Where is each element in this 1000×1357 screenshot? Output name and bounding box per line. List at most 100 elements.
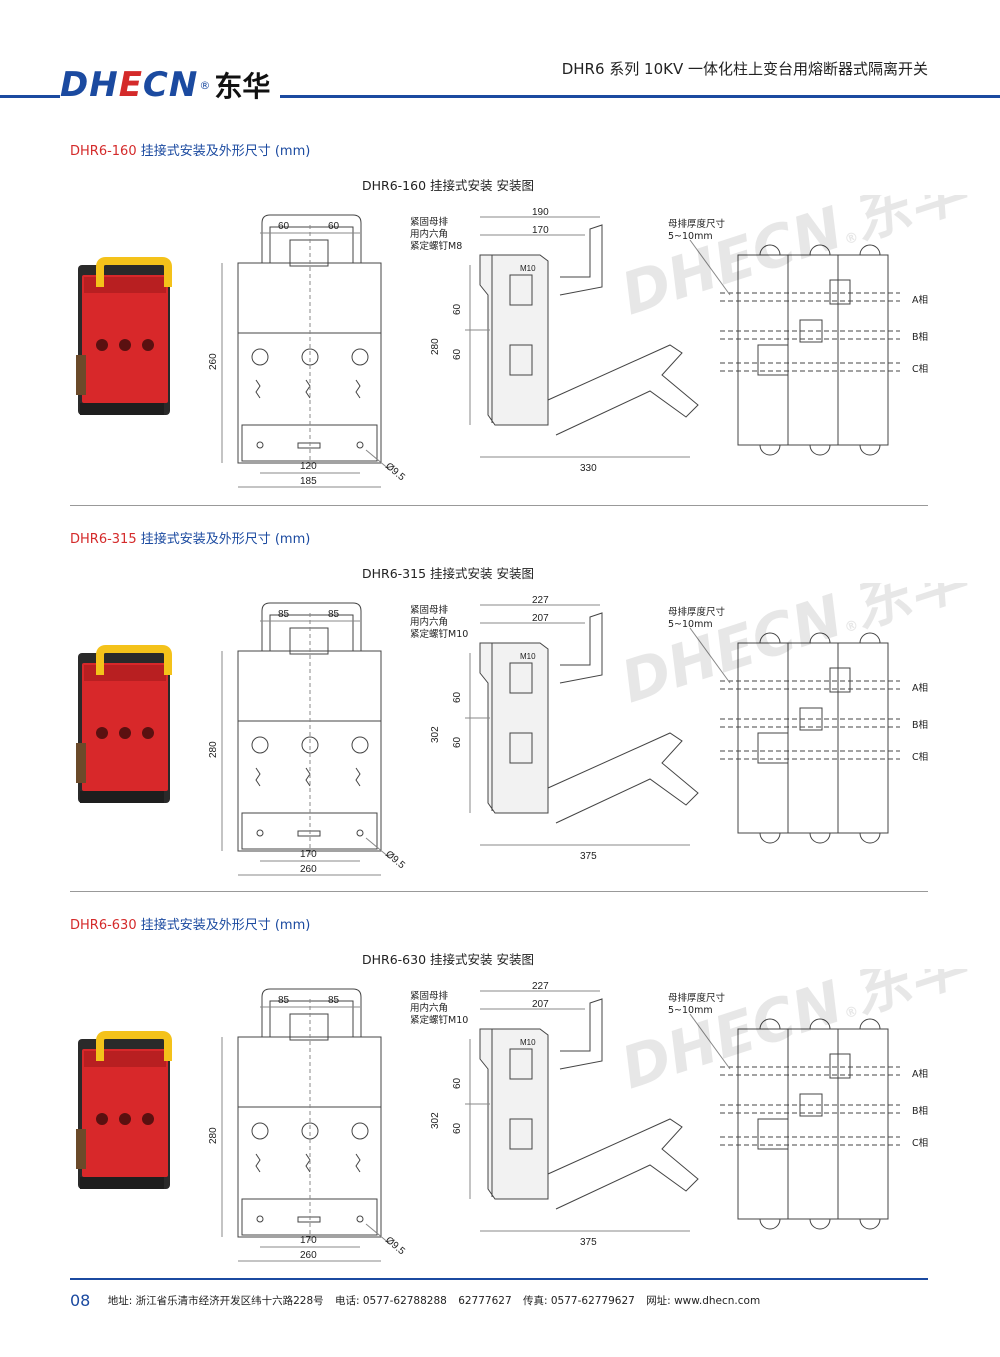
- installation-drawing: 85 85 280 170 260 Ø9.5 紧固母排 用内六角: [76, 969, 970, 1262]
- thickness-label: 母排厚度尺寸: [668, 606, 726, 618]
- thickness-value: 5~10mm: [668, 1005, 713, 1016]
- footer: 08 地址: 浙江省乐清市经济开发区纬十六路228号 电话: 0577-6278…: [70, 1291, 761, 1310]
- dim-pitch-lower: 60: [452, 1122, 463, 1134]
- bolt-label: M10: [520, 1038, 536, 1047]
- dim-hole-diameter: Ø9.5: [383, 461, 407, 484]
- svg-text:DHECN®东华: DHECN®东华: [613, 969, 970, 1102]
- header-rule: [0, 95, 1000, 98]
- phase-c-label: C相: [912, 1137, 928, 1149]
- dim-side-height: 302: [430, 1112, 441, 1129]
- note-line-2: 用内六角: [410, 228, 448, 240]
- installation-drawing: 60 60 260 120 185 Ø9.5 紧固母排 用内六角: [76, 195, 970, 488]
- note-line-2: 用内六角: [410, 616, 448, 628]
- phase-c-label: C相: [912, 751, 928, 763]
- section-divider: [70, 891, 928, 892]
- logo-chinese: 东华: [214, 70, 271, 103]
- thickness-value: 5~10mm: [668, 231, 713, 242]
- dim-handle-reach: 330: [580, 463, 597, 474]
- dim-top-right: 60: [328, 221, 340, 232]
- note-line-1: 紧固母排: [410, 216, 449, 228]
- bolt-label: M10: [520, 652, 536, 661]
- dim-top-left: 85: [278, 609, 290, 620]
- phase-a-label: A相: [912, 1068, 928, 1080]
- dim-pitch-lower: 60: [452, 736, 463, 748]
- front-view: [221, 602, 391, 876]
- dim-handle-reach: 375: [580, 1237, 597, 1248]
- dim-inner-depth: 207: [532, 613, 549, 624]
- phase-c-label: C相: [912, 363, 928, 375]
- dim-side-height: 280: [430, 338, 441, 355]
- phase-b-label: B相: [912, 1105, 928, 1117]
- logo-wordmark: DHECN: [60, 65, 199, 105]
- dim-top-left: 85: [278, 995, 290, 1006]
- dim-front-height: 260: [208, 353, 219, 370]
- product-photo: [76, 1031, 172, 1189]
- dim-hole-diameter: Ø9.5: [383, 849, 407, 872]
- busbar-view: [689, 1013, 900, 1230]
- section-divider: [70, 505, 928, 506]
- website: www.dhecn.com: [674, 1295, 761, 1307]
- section-title: DHR6-160 挂接式安装及外形尺寸 (mm): [70, 144, 311, 159]
- note-line-3: 紧定螺钉M10: [410, 628, 468, 640]
- dim-top-right: 85: [328, 995, 340, 1006]
- phase-b-label: B相: [912, 331, 928, 343]
- product-photo: [76, 645, 172, 803]
- dim-top-left: 60: [278, 221, 290, 232]
- brand-logo: DHECN®东华: [60, 62, 280, 108]
- dim-pitch-upper: 60: [452, 691, 463, 703]
- section-title: DHR6-315 挂接式安装及外形尺寸 (mm): [70, 532, 311, 547]
- note-line-2: 用内六角: [410, 1002, 448, 1014]
- front-view: [221, 988, 391, 1262]
- svg-text:DHECN®东华: DHECN®东华: [613, 195, 970, 328]
- section-subtitle: DHR6-160 挂接式安装 安装图: [362, 178, 534, 193]
- dim-inner-depth: 207: [532, 999, 549, 1010]
- phase-a-label: A相: [912, 294, 928, 306]
- dim-overall-depth: 190: [532, 207, 549, 218]
- thickness-value: 5~10mm: [668, 619, 713, 630]
- brand-watermark: DHECN®东华: [613, 195, 970, 328]
- section-title: DHR6-630 挂接式安装及外形尺寸 (mm): [70, 918, 311, 933]
- note-line-1: 紧固母排: [410, 990, 449, 1002]
- dim-front-width: 185: [300, 476, 317, 487]
- dim-hole-diameter: Ø9.5: [383, 1235, 407, 1258]
- busbar-view: [689, 239, 900, 456]
- brand-watermark: DHECN®东华: [613, 583, 970, 716]
- svg-text:DHECN®东华: DHECN®东华: [613, 583, 970, 716]
- thickness-label: 母排厚度尺寸: [668, 218, 726, 230]
- installation-drawing: 85 85 280 170 260 Ø9.5 紧固母排 用内六角: [76, 583, 970, 876]
- dim-overall-depth: 227: [532, 595, 549, 606]
- dim-side-height: 302: [430, 726, 441, 743]
- bolt-label: M10: [520, 264, 536, 273]
- section-subtitle: DHR6-630 挂接式安装 安装图: [362, 952, 534, 967]
- phase-b-label: B相: [912, 719, 928, 731]
- dim-hole-span: 170: [300, 1235, 317, 1246]
- dim-top-right: 85: [328, 609, 340, 620]
- dim-front-height: 280: [208, 741, 219, 758]
- address: 浙江省乐清市经济开发区纬十六路228号: [135, 1295, 324, 1307]
- side-view: [465, 990, 699, 1232]
- fax: 0577-62779627: [550, 1295, 635, 1307]
- phone-2: 62777627: [458, 1295, 512, 1307]
- dim-hole-span: 170: [300, 849, 317, 860]
- dim-front-width: 260: [300, 864, 317, 875]
- dim-pitch-lower: 60: [452, 348, 463, 360]
- thickness-label: 母排厚度尺寸: [668, 992, 726, 1004]
- section-subtitle: DHR6-315 挂接式安装 安装图: [362, 566, 534, 581]
- note-line-1: 紧固母排: [410, 604, 449, 616]
- dim-inner-depth: 170: [532, 225, 549, 236]
- brand-watermark: DHECN®东华: [613, 969, 970, 1102]
- document-title: DHR6 系列 10KV 一体化柱上变台用熔断器式隔离开关: [551, 58, 928, 79]
- dim-pitch-upper: 60: [452, 1077, 463, 1089]
- dim-front-width: 260: [300, 1250, 317, 1261]
- dim-front-height: 280: [208, 1127, 219, 1144]
- page-number: 08: [70, 1291, 91, 1310]
- note-line-3: 紧定螺钉M10: [410, 1014, 468, 1026]
- product-photo: [76, 257, 172, 415]
- dim-pitch-upper: 60: [452, 303, 463, 315]
- phone-1: 0577-62788288: [362, 1295, 447, 1307]
- front-view: [221, 214, 391, 488]
- phase-a-label: A相: [912, 682, 928, 694]
- footer-rule: [70, 1278, 928, 1280]
- busbar-view: [689, 627, 900, 844]
- dim-handle-reach: 375: [580, 851, 597, 862]
